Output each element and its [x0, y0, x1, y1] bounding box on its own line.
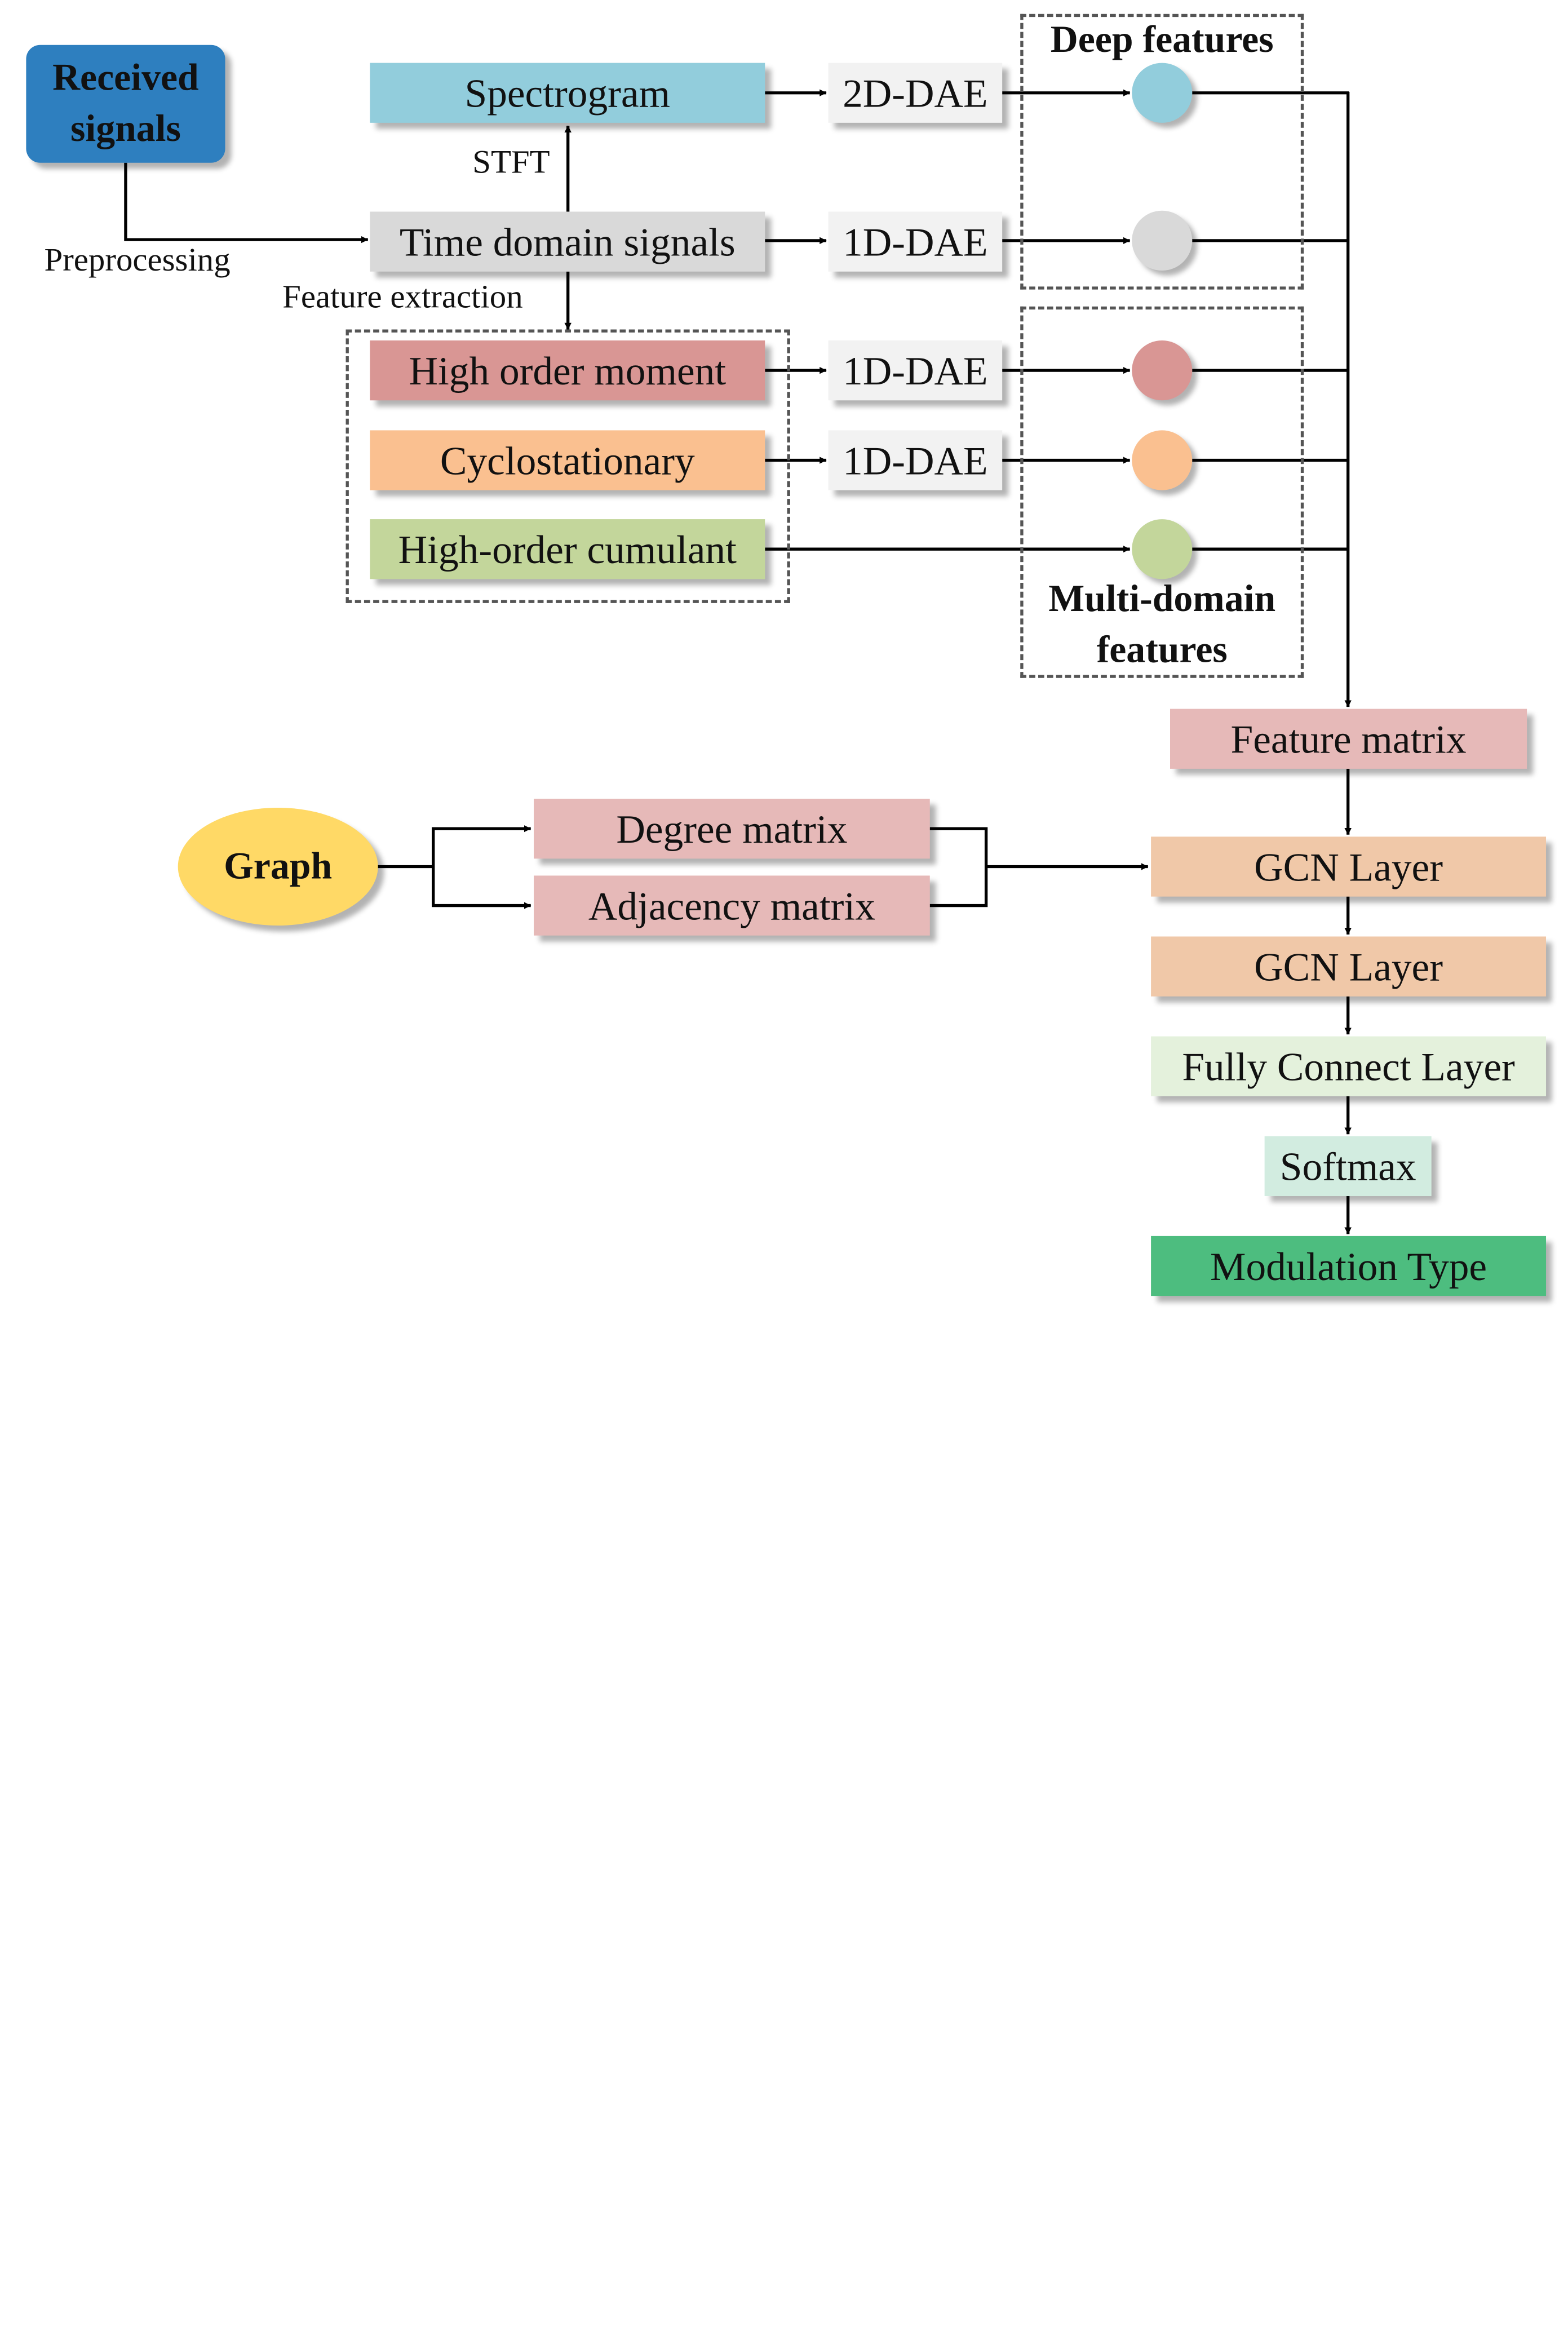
cyclostationary-box: Cyclostationary	[370, 430, 765, 490]
edge-graph-adjacency	[432, 866, 531, 909]
dae-1d-moment-box: 1D-DAE	[828, 340, 1003, 401]
stft-label: STFT	[472, 144, 550, 181]
time-feature-node	[1132, 210, 1193, 271]
high-order-cumulant-box: High-order cumulant	[370, 519, 765, 579]
gcn-layer-1-box: GCN Layer	[1151, 836, 1547, 897]
time-domain-box: Time domain signals	[370, 211, 765, 272]
edge-graph-degree	[432, 825, 531, 867]
fully-connect-layer-box: Fully Connect Layer	[1151, 1036, 1547, 1096]
softmax-box: Softmax	[1264, 1136, 1432, 1197]
dae-1d-cyclo-box: 1D-DAE	[828, 430, 1003, 490]
connector-lines	[124, 89, 1352, 1234]
dae-1d-time-box: 1D-DAE	[828, 211, 1003, 272]
cumulant-feature-node	[1132, 519, 1193, 579]
spectrogram-feature-node	[1132, 63, 1193, 123]
graph-node: Graph	[178, 807, 378, 926]
feature-extraction-label: Feature extraction	[282, 279, 523, 316]
cyclo-feature-node	[1132, 430, 1193, 490]
multi-domain-title: Multi-domain features	[1048, 578, 1276, 671]
deep-features-title: Deep features	[1050, 19, 1274, 61]
degree-matrix-box: Degree matrix	[534, 799, 930, 859]
handcrafted-features-group	[346, 329, 790, 603]
multi-domain-group	[1020, 306, 1304, 678]
moment-feature-node	[1132, 340, 1193, 401]
deep-features-group	[1020, 14, 1304, 290]
received-signals-node: Received signals	[26, 45, 225, 163]
modulation-type-box: Modulation Type	[1151, 1236, 1547, 1296]
gcn-layer-2-box: GCN Layer	[1151, 936, 1547, 997]
adjacency-matrix-box: Adjacency matrix	[534, 875, 930, 936]
spectrogram-box: Spectrogram	[370, 63, 765, 123]
dae-2d-box: 2D-DAE	[828, 63, 1003, 123]
preprocessing-label: Preprocessing	[44, 242, 231, 279]
high-order-moment-box: High order moment	[370, 340, 765, 401]
edge-preprocessing	[124, 162, 369, 244]
feature-matrix-box: Feature matrix	[1170, 709, 1527, 769]
